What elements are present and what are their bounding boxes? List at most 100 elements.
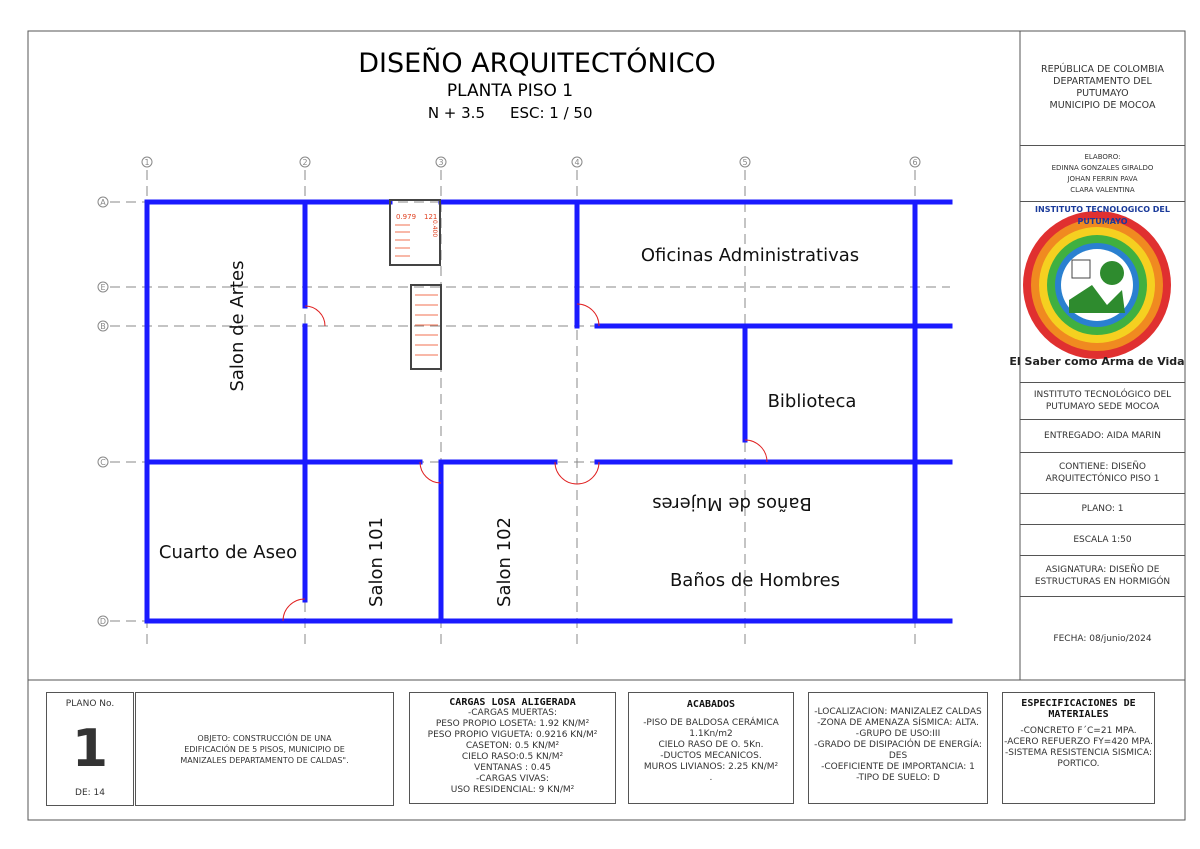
espec-list: -CONCRETO F´C=21 MPA.-ACERO REFUERZO FY=… <box>1004 726 1153 770</box>
subject-line: ESTRUCTURAS EN HORMIGÓN <box>1034 577 1171 587</box>
room-biblioteca: Biblioteca <box>768 391 857 412</box>
list-line: CASETON: 0.5 KN/M² <box>465 741 560 751</box>
logo-slogan: El Saber como Arma de Vida <box>1009 355 1184 368</box>
date-block: FECHA: 08/junio/2024 <box>1020 597 1185 680</box>
list-line: -ACERO REFUERZO FY=420 MPA. <box>1004 737 1153 747</box>
axis-bubble <box>97 281 109 293</box>
door-swing <box>744 439 768 463</box>
objeto-line: MANIZALES DEPARTAMENTO DE CALDAS". <box>180 755 349 765</box>
list-line: USO RESIDENCIAL: 9 KN/M² <box>450 785 575 795</box>
room-salon-artes: Salon de Artes <box>227 260 248 391</box>
plano-number: PLANO: 1 <box>1081 504 1124 514</box>
plano-number-box: PLANO No. 1 DE: 14 <box>46 692 134 806</box>
list-line: PESO PROPIO LOSETA: 1.92 KN/M² <box>435 719 590 729</box>
list-line: CIELO RASO:0.5 KN/M² <box>461 752 564 762</box>
axis-bubble <box>571 156 583 168</box>
institution-logo <box>1023 211 1171 359</box>
plano-label: PLANO No. <box>65 699 115 709</box>
axis-bubble <box>299 156 311 168</box>
plano-total: DE: 14 <box>75 788 105 798</box>
list-line: -SISTEMA RESISTENCIA SISMICA: <box>1004 748 1152 758</box>
contains-line: CONTIENE: DISEÑO <box>1058 462 1147 472</box>
axis-bubble <box>97 456 109 468</box>
logo-block: INSTITUTO TECNOLOGICO DEL PUTUMAYO <box>1020 202 1185 383</box>
list-line: . <box>709 773 713 783</box>
door-swing <box>419 461 442 484</box>
list-line: -GRUPO DE USO:III <box>855 729 941 739</box>
axis-bubble <box>435 156 447 168</box>
room-banos-mujeres: Baños de Mujeres <box>652 493 812 514</box>
list-line: VENTANAS : 0.45 <box>474 763 551 773</box>
axis-label: A <box>100 198 106 207</box>
axis-label: 5 <box>742 158 747 167</box>
contains-line: ARQUITECTÓNICO PISO 1 <box>1045 474 1160 484</box>
logo-text: INSTITUTO TECNOLOGICO DEL PUTUMAYO <box>1035 205 1170 226</box>
walls <box>144 199 953 624</box>
list-line: -CARGAS MUERTAS: <box>468 708 557 718</box>
list-line: -LOCALIZACION: MANIZALEZ CALDAS <box>814 707 982 717</box>
sitio-list: -LOCALIZACION: MANIZALEZ CALDAS-ZONA DE … <box>814 707 982 784</box>
axis-label: 3 <box>438 158 443 167</box>
axis-label: C <box>100 458 106 467</box>
author-line: CLARA VALENTINA <box>1070 185 1135 194</box>
room-cuarto-aseo: Cuarto de Aseo <box>159 542 297 563</box>
entity-block: REPÚBLICA DE COLOMBIA DEPARTAMENTO DEL P… <box>1020 31 1185 146</box>
stair-dimension: 0.979 <box>396 213 416 221</box>
authors-block: ELABORO: EDINNA GONZALES GIRALDO JOHAN F… <box>1020 146 1185 202</box>
plano-block: PLANO: 1 <box>1020 494 1185 525</box>
axis-label: 4 <box>574 158 579 167</box>
axis-label: B <box>100 322 106 331</box>
axis-bubble <box>97 615 109 627</box>
author-line: JOHAN FERRIN PAVA <box>1067 174 1138 183</box>
axis-label: D <box>100 617 106 626</box>
list-line: -CONCRETO F´C=21 MPA. <box>1020 726 1137 736</box>
sitio-box: -LOCALIZACION: MANIZALEZ CALDAS-ZONA DE … <box>808 692 988 804</box>
drawing-subtitle: PLANTA PISO 1 <box>447 81 573 101</box>
axis-bubble <box>97 196 109 208</box>
level-label: N + 3.5 <box>428 104 485 122</box>
list-line: 1.1Kn/m2 <box>689 729 733 739</box>
list-line: -ZONA DE AMENAZA SÍSMICA: ALTA. <box>817 718 979 728</box>
subject-line: ASIGNATURA: DISEÑO DE <box>1045 565 1160 575</box>
list-line: MUROS LIVIANOS: 2.25 KN/M² <box>643 762 779 772</box>
list-line: -GRADO DE DISIPACIÓN DE ENERGÍA: <box>814 740 982 750</box>
axis-label: 6 <box>912 158 917 167</box>
objeto-box: OBJETO: CONSTRUCCIÓN DE UNA EDIFICACIÓN … <box>135 692 394 806</box>
room-oficinas: Oficinas Administrativas <box>641 245 859 266</box>
stair-dimension: 0.400 <box>431 220 438 237</box>
espec-title: ESPECIFICACIONES DE <box>1021 698 1136 709</box>
author-line: EDINNA GONZALES GIRALDO <box>1051 163 1154 172</box>
list-line: PESO PROPIO VIGUETA: 0.9216 KN/M² <box>427 730 598 740</box>
delivered-to: ENTREGADO: AIDA MARIN <box>1044 431 1161 441</box>
list-line: DES <box>888 751 908 761</box>
axis-label: 2 <box>302 158 307 167</box>
sheet-frame <box>27 30 1186 821</box>
axis-label: 1 <box>144 158 149 167</box>
entity-line: MUNICIPIO DE MOCOA <box>1049 100 1156 111</box>
entity-line: DEPARTAMENTO DEL <box>1053 76 1152 87</box>
objeto-line: EDIFICACIÓN DE 5 PISOS, MUNICIPIO DE <box>184 744 345 754</box>
room-salon-102: Salon 102 <box>494 517 515 607</box>
room-labels: Salon de Artes Oficinas Administrativas … <box>159 245 859 607</box>
acabados-title: ACABADOS <box>686 699 736 710</box>
axis-bubble <box>909 156 921 168</box>
door-swing <box>554 461 578 485</box>
list-line: -DUCTOS MECANICOS. <box>660 751 762 761</box>
cargas-list: -CARGAS MUERTAS:PESO PROPIO LOSETA: 1.92… <box>428 708 598 796</box>
staircase: 0.979 121 0.400 <box>389 199 442 370</box>
subject-block: ASIGNATURA: DISEÑO DE ESTRUCTURAS EN HOR… <box>1020 556 1185 597</box>
list-line: -COEFICIENTE DE IMPORTANCIA: 1 <box>821 762 975 772</box>
list-line: -TIPO DE SUELO: D <box>856 773 940 783</box>
espec-title: MATERIALES <box>1048 709 1109 720</box>
list-line: CIELO RASO DE O. 5Kn. <box>658 740 764 750</box>
escala-value: ESCALA 1:50 <box>1073 535 1132 545</box>
list-line: -PISO DE BALDOSA CERÁMICA <box>643 718 779 728</box>
escala-block: ESCALA 1:50 <box>1020 525 1185 556</box>
room-banos-hombres: Baños de Hombres <box>670 570 840 591</box>
list-line: -CARGAS VIVAS: <box>476 774 549 784</box>
entity-line: PUTUMAYO <box>1076 88 1129 99</box>
institution-block: INSTITUTO TECNOLÓGICO DEL PUTUMAYO SEDE … <box>1020 383 1185 420</box>
